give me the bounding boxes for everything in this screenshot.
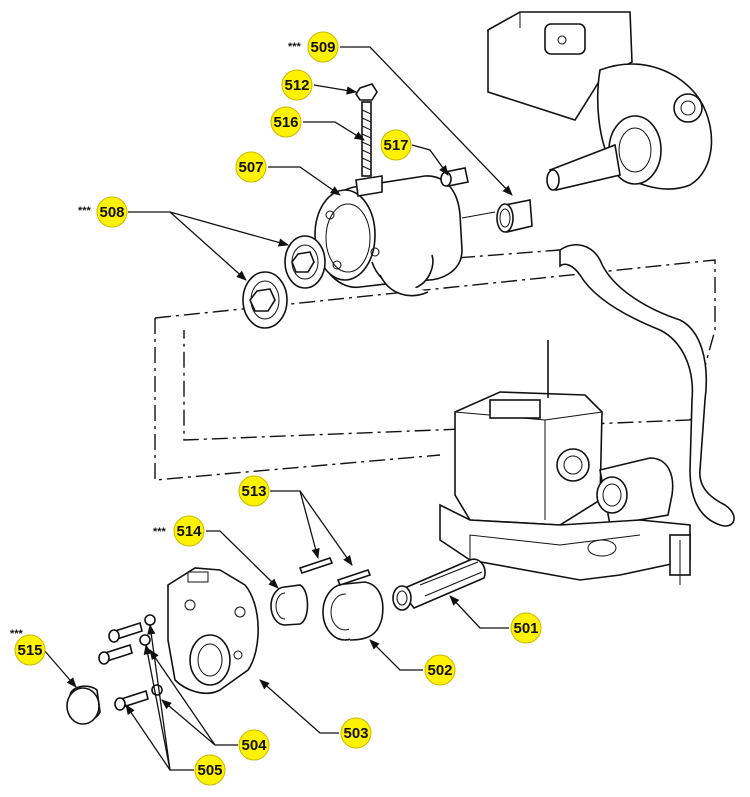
callout-label: 502 (427, 662, 452, 679)
main-body-assembly (439, 244, 735, 585)
callout-509: *** 509 (288, 31, 339, 63)
callout-label: 509 (310, 39, 335, 56)
callout-label: 503 (343, 725, 368, 742)
pins-513 (298, 557, 372, 586)
callout-502: 502 (424, 654, 456, 686)
assembly-dashed-outline (154, 249, 716, 481)
callout-508: *** 508 (78, 196, 128, 228)
callout-514: *** 514 (153, 515, 205, 547)
callout-label: 513 (241, 483, 266, 500)
leader-lines (43, 46, 513, 771)
callout-505: 505 (194, 754, 226, 786)
cap-515 (66, 685, 101, 725)
callout-516: 516 (270, 106, 302, 138)
callout-515: *** 515 (10, 628, 46, 666)
bearing-508-b (242, 271, 288, 329)
callout-prefix: *** (78, 205, 92, 217)
callout-label: 504 (241, 737, 267, 754)
bracket-503 (167, 567, 259, 695)
callout-label: 515 (17, 642, 42, 659)
callout-prefix: *** (10, 628, 24, 640)
bushing-509 (461, 199, 533, 233)
callout-517: 517 (380, 129, 412, 161)
cap-screws-504 (98, 621, 149, 711)
callout-prefix: *** (288, 41, 302, 53)
callout-513: 513 (238, 475, 270, 507)
motor-gearbox (487, 11, 713, 191)
callout-501: 501 (510, 612, 542, 644)
callout-label: 514 (176, 523, 202, 540)
shaft-501 (392, 558, 486, 611)
nut-512 (355, 83, 378, 101)
callout-label: 516 (273, 114, 298, 131)
callout-label: 517 (383, 137, 408, 154)
bearing-508-a (284, 235, 326, 289)
callout-label: 501 (513, 620, 538, 637)
gear-502 (322, 581, 384, 641)
callout-512: 512 (281, 69, 313, 101)
callout-503: 503 (340, 717, 372, 749)
callout-label: 508 (99, 204, 124, 221)
callout-504: 504 (238, 729, 270, 761)
housing-507 (314, 175, 463, 297)
callout-label: 507 (238, 159, 263, 176)
bushing-514 (270, 584, 309, 626)
callout-label: 505 (197, 762, 222, 779)
callout-prefix: *** (153, 526, 167, 538)
callout-507: 507 (235, 151, 267, 183)
callout-label: 512 (284, 77, 309, 94)
washers-505 (139, 614, 163, 696)
